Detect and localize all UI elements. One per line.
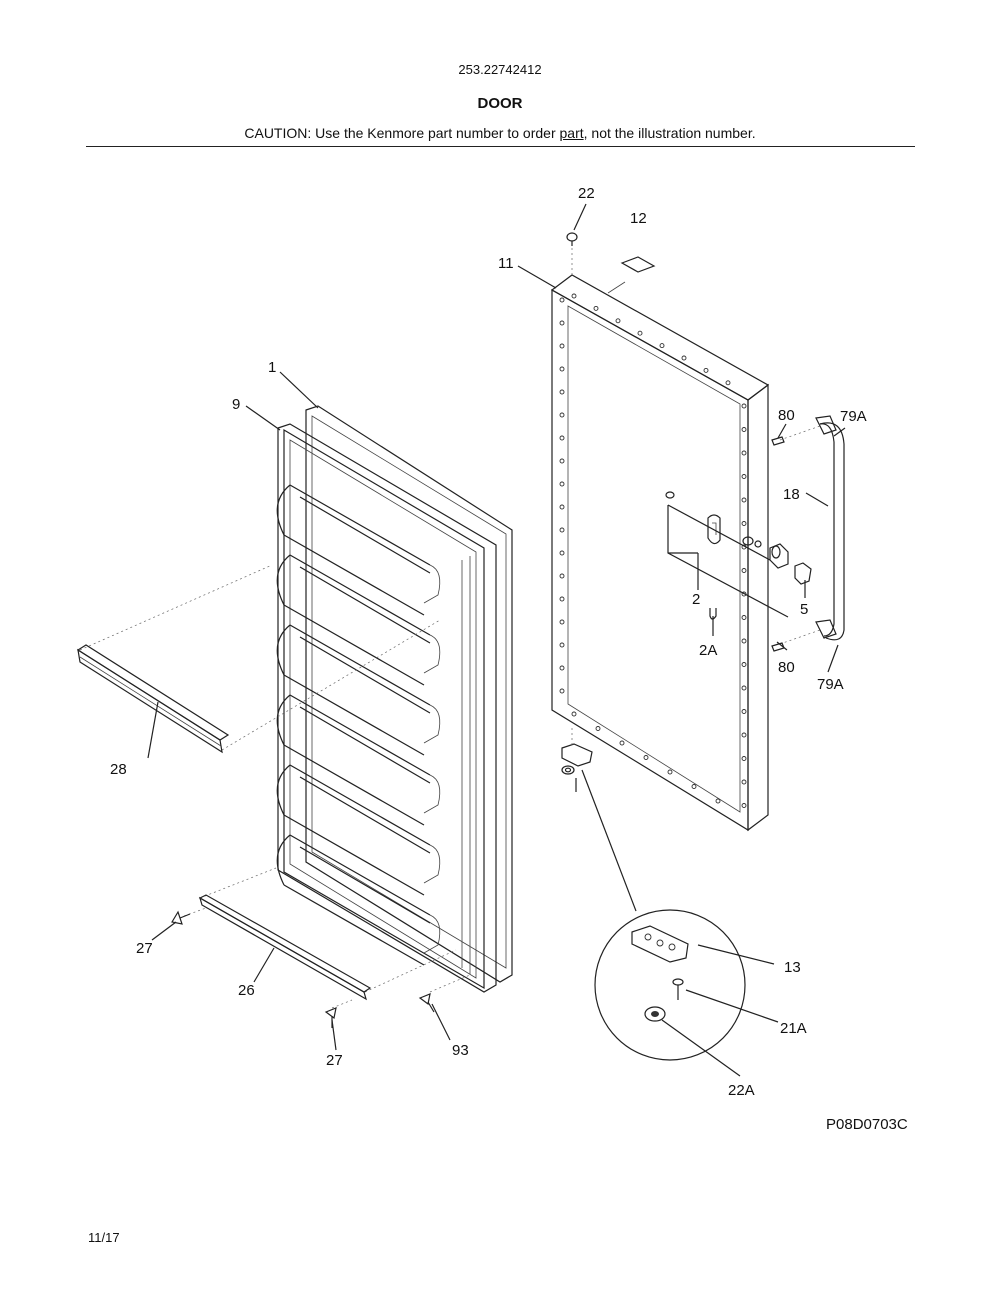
rivet-93 bbox=[418, 993, 435, 1013]
caution-link-part[interactable]: part bbox=[559, 125, 584, 141]
door-lock-assembly bbox=[665, 491, 812, 636]
callout-1: 1 bbox=[268, 359, 276, 376]
rivet-27-left bbox=[171, 910, 191, 925]
callout-21A: 21A bbox=[780, 1020, 807, 1037]
caution-text-start: CAUTION: Use the Kenmore part number to … bbox=[244, 125, 560, 141]
callout-13: 13 bbox=[784, 959, 801, 976]
shelf-rail-28 bbox=[76, 644, 230, 754]
screw-22 bbox=[566, 232, 578, 246]
shelf-rail-26 bbox=[198, 894, 372, 1001]
callout-26: 26 bbox=[238, 982, 255, 999]
bottom-hinge-parts bbox=[561, 728, 637, 912]
callout-79A-top: 79A bbox=[840, 408, 867, 425]
page-date: 11/17 bbox=[88, 1230, 120, 1245]
figure-reference: P08D0703C bbox=[826, 1116, 908, 1133]
callout-80-top: 80 bbox=[778, 407, 795, 424]
liner-door-shelves bbox=[276, 484, 441, 966]
header-rule bbox=[86, 146, 915, 147]
door-gasket bbox=[305, 405, 513, 983]
callout-93: 93 bbox=[452, 1042, 469, 1059]
hinge-detail-view bbox=[594, 909, 746, 1061]
callout-2: 2 bbox=[692, 591, 700, 608]
callout-79A-bottom: 79A bbox=[817, 676, 844, 693]
callout-80-bottom: 80 bbox=[778, 659, 795, 676]
callout-27-left: 27 bbox=[136, 940, 153, 957]
callout-27-bottom: 27 bbox=[326, 1052, 343, 1069]
outer-door-panel bbox=[550, 245, 770, 832]
door-handle bbox=[771, 415, 845, 652]
door-liner bbox=[277, 423, 497, 993]
warning-label-plate bbox=[620, 256, 656, 273]
caution-note: CAUTION: Use the Kenmore part number to … bbox=[0, 125, 1000, 141]
rivet-27-bottom bbox=[324, 1007, 337, 1028]
callout-22A: 22A bbox=[728, 1082, 755, 1099]
callout-18: 18 bbox=[783, 486, 800, 503]
callout-9: 9 bbox=[232, 396, 240, 413]
model-number: 253.22742412 bbox=[458, 62, 542, 77]
callout-28: 28 bbox=[110, 761, 127, 778]
callout-12: 12 bbox=[630, 210, 647, 227]
callout-labels: 22 12 11 1 9 80 79A 18 2 5 2A 80 79A 28 … bbox=[110, 185, 867, 1099]
callout-11: 11 bbox=[498, 255, 514, 272]
caution-text-end: , not the illustration number. bbox=[583, 125, 756, 141]
callout-5: 5 bbox=[800, 601, 808, 618]
section-title: DOOR bbox=[477, 95, 523, 112]
callout-2A: 2A bbox=[699, 642, 717, 659]
callout-22: 22 bbox=[578, 185, 595, 202]
callout-leaders bbox=[147, 203, 846, 1077]
projection-lines bbox=[79, 564, 471, 1009]
panel-screw-holes bbox=[559, 293, 747, 808]
